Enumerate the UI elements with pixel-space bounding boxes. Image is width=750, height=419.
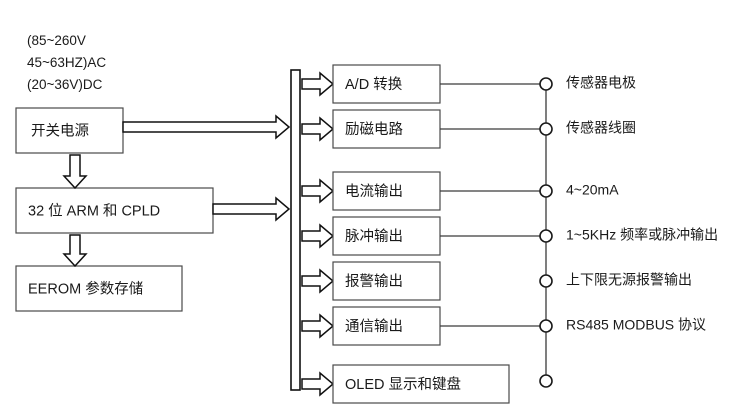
arrow-bus-to-pulse-output xyxy=(301,223,335,249)
terminal-label-sensor-electrode: 传感器电极 xyxy=(566,75,636,91)
arrow-bus-to-alarm-output xyxy=(301,268,335,294)
box-power-supply-label: 开关电源 xyxy=(31,122,89,139)
box-pulse-output xyxy=(332,216,441,256)
box-excitation-circuit-label: 励磁电路 xyxy=(345,121,403,138)
box-eerom xyxy=(15,265,183,312)
box-current-output-label: 电流输出 xyxy=(345,183,403,200)
internal-bus-bar xyxy=(290,69,301,391)
terminal-label-frequency-pulse: 1~5KHz 频率或脉冲输出 xyxy=(566,227,718,243)
arrow-power-to-bus xyxy=(122,114,291,140)
terminal-sensor-electrode xyxy=(539,77,553,91)
arrow-bus-to-communication-output xyxy=(301,313,335,339)
terminal-label-current-loop: 4~20mA xyxy=(566,182,619,198)
box-power-supply xyxy=(15,107,124,154)
terminal-label-sensor-coil: 传感器线圈 xyxy=(566,120,636,136)
box-ad-conversion-label: A/D 转换 xyxy=(345,76,403,93)
box-current-output xyxy=(332,171,441,211)
arrow-bus-to-ad-conversion xyxy=(301,71,335,97)
terminal-passive-alarm xyxy=(539,274,553,288)
box-eerom-label: EEROM 参数存储 xyxy=(28,280,143,297)
terminal-frequency-pulse xyxy=(539,229,553,243)
terminal-label-rs485-modbus: RS485 MODBUS 协议 xyxy=(566,317,706,333)
box-arm-cpld xyxy=(15,187,214,234)
terminal-label-passive-alarm: 上下限无源报警输出 xyxy=(566,272,692,288)
box-alarm-output xyxy=(332,261,441,301)
box-communication-output-label: 通信输出 xyxy=(345,318,403,335)
box-alarm-output-label: 报警输出 xyxy=(345,273,403,290)
power-spec-line-2: 45~63HZ)AC xyxy=(27,55,106,70)
box-communication-output xyxy=(332,306,441,346)
box-arm-cpld-label: 32 位 ARM 和 CPLD xyxy=(28,202,160,219)
power-spec-line-1: (85~260V xyxy=(27,33,86,48)
arrow-bus-to-current-output xyxy=(301,178,335,204)
arrow-arm-to-eerom xyxy=(62,234,88,268)
terminal-spare xyxy=(539,374,553,388)
terminal-current-loop xyxy=(539,184,553,198)
power-spec-line-3: (20~36V)DC xyxy=(27,77,103,92)
arrow-bus-to-excitation-circuit xyxy=(301,116,335,142)
arrow-bus-to-oled-display xyxy=(301,371,335,397)
box-pulse-output-label: 脉冲输出 xyxy=(345,228,403,245)
arrow-arm-to-bus xyxy=(212,196,291,222)
terminal-rs485-modbus xyxy=(539,319,553,333)
box-oled-display-label: OLED 显示和键盘 xyxy=(345,375,461,393)
box-oled-display xyxy=(332,364,510,404)
arrow-power-to-arm xyxy=(62,154,88,190)
terminal-sensor-coil xyxy=(539,122,553,136)
box-excitation-circuit xyxy=(332,109,441,149)
